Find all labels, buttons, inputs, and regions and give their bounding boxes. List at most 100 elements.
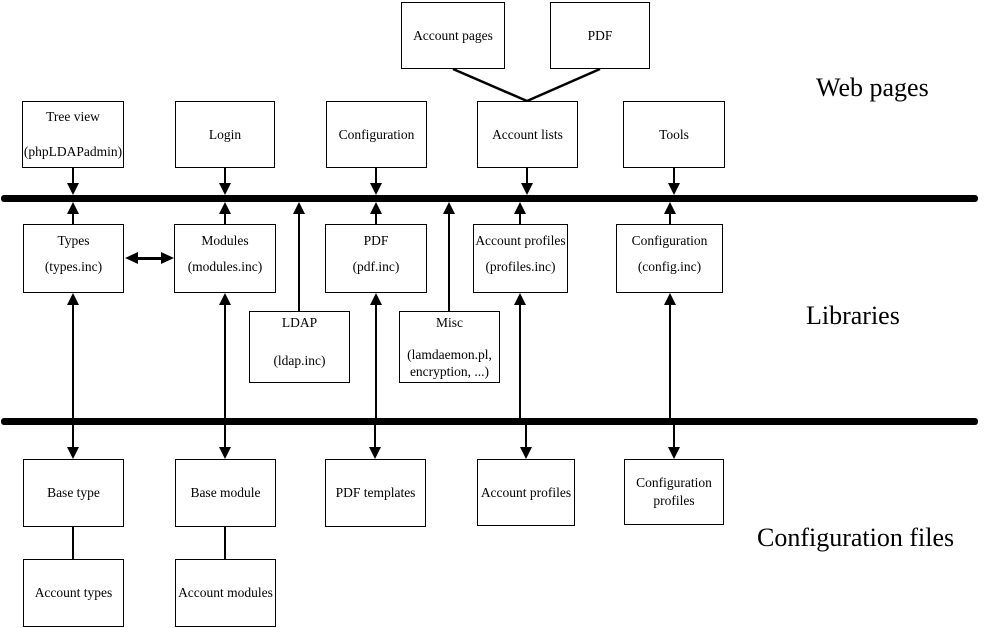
section-label-web-pages: Web pages <box>816 73 929 102</box>
arrowhead-right-icon <box>161 252 174 264</box>
box-label: Account lists <box>492 126 563 142</box>
box-account-types: Account types <box>23 559 124 627</box>
arrowhead-up-icon <box>67 293 79 305</box>
connector-base-type-account-types <box>72 527 74 559</box>
box-label: Configuration <box>631 233 708 248</box>
connector-bus2-base-module <box>224 425 226 449</box>
arrowhead-up-icon <box>370 202 382 214</box>
box-account-pages: Account pages <box>401 2 505 69</box>
box-sublabel: (ldap.inc) <box>273 353 326 368</box>
box-configuration-profiles: Configuration profiles <box>624 459 724 525</box>
box-sublabel: (lamdaemon.pl, <box>407 347 492 362</box>
connector-account-pages-to-account-lists <box>452 67 528 103</box>
box-label: Base type <box>47 485 100 500</box>
box-sublabel: (phpLDAPadmin) <box>23 144 123 159</box>
connector-types-bus <box>72 212 74 224</box>
box-label: Modules <box>201 233 249 248</box>
arrowhead-down-icon <box>369 447 381 459</box>
box-label: Account types <box>34 585 113 600</box>
connector-account-lists-bus <box>526 168 528 184</box>
arrowhead-down-icon <box>219 447 231 459</box>
box-label: Account profiles <box>480 484 572 500</box>
box-label: Types <box>57 233 90 248</box>
connector-pdf-lib-bus <box>375 212 377 224</box>
arrowhead-up-icon <box>219 293 231 305</box>
box-configuration-lib: Configuration (config.inc) <box>616 224 723 293</box>
box-pdf-lib: PDF (pdf.inc) <box>325 224 427 293</box>
connector-types-modules <box>136 257 163 260</box>
connector-bus2-types <box>72 303 74 418</box>
box-tools: Tools <box>623 101 725 168</box>
connector-bus2-pdf-templates <box>374 425 376 449</box>
box-label: Account modules <box>178 585 273 600</box>
box-base-module: Base module <box>175 459 276 527</box>
box-sublabel: (profiles.inc) <box>485 259 556 274</box>
connector-pdf-to-account-lists <box>526 67 601 103</box>
arrowhead-up-icon <box>514 293 526 305</box>
box-label: Tree view <box>46 109 100 124</box>
box-misc: Misc (lamdaemon.pl, encryption, ...) <box>399 311 500 383</box>
box-label: Configuration <box>338 126 415 142</box>
arrowhead-down-icon <box>520 447 532 459</box>
box-sublabel: encryption, ...) <box>409 364 490 379</box>
box-sublabel: profiles <box>653 493 695 508</box>
connector-configuration-bus <box>375 168 377 184</box>
box-label: Tools <box>659 126 689 142</box>
arrowhead-up-icon <box>219 202 231 214</box>
connector-modules-bus <box>224 212 226 224</box>
connector-bus2-configuration-profiles <box>673 425 675 449</box>
connector-misc-bus <box>448 212 450 311</box>
arrowhead-left-icon <box>125 252 138 264</box>
box-ldap: LDAP (ldap.inc) <box>249 311 350 383</box>
box-login: Login <box>175 101 275 168</box>
connector-bus2-account-profiles-files <box>525 425 527 449</box>
box-label: Account profiles <box>475 233 566 248</box>
connector-login-bus <box>224 168 226 184</box>
box-label: Login <box>208 126 242 142</box>
connector-bus2-configuration-lib <box>669 303 671 418</box>
arrowhead-up-icon <box>664 293 676 305</box>
box-label: PDF templates <box>335 485 416 500</box>
box-tree-view: Tree view (phpLDAPadmin) <box>22 101 124 168</box>
section-label-configuration-files: Configuration files <box>757 523 955 552</box>
box-label: Configuration <box>636 475 712 490</box>
box-account-profiles-lib: Account profiles (profiles.inc) <box>473 224 568 293</box>
box-base-type: Base type <box>23 459 124 527</box>
box-label: Base module <box>190 485 261 500</box>
connector-bus2-account-profiles-lib <box>519 303 521 418</box>
connector-ldap-bus <box>298 212 300 311</box>
arrowhead-down-icon <box>67 183 79 195</box>
box-label: Account pages <box>413 27 493 43</box>
connector-configuration-lib-bus <box>669 212 671 224</box>
arrowhead-down-icon <box>219 183 231 195</box>
box-label: PDF <box>363 233 389 248</box>
connector-account-profiles-lib-bus <box>519 212 521 224</box>
arrowhead-up-icon <box>67 202 79 214</box>
box-label: PDF <box>587 27 613 43</box>
box-sublabel: (modules.inc) <box>187 259 263 274</box>
arrowhead-up-icon <box>664 202 676 214</box>
box-sublabel: (types.inc) <box>44 259 103 274</box>
web-library-bus <box>1 195 978 202</box>
arrowhead-up-icon <box>514 202 526 214</box>
connector-tools-bus <box>673 168 675 184</box>
section-label-libraries: Libraries <box>806 301 900 330</box>
connector-bus2-base-type <box>72 425 74 449</box>
connector-bus2-modules <box>224 303 226 418</box>
connector-bus2-pdf-lib <box>375 303 377 418</box>
box-sublabel: (config.inc) <box>637 259 702 274</box>
arrowhead-down-icon <box>370 183 382 195</box>
arrowhead-down-icon <box>668 183 680 195</box>
box-pdf-page: PDF <box>550 2 650 69</box>
box-account-lists: Account lists <box>477 101 578 168</box>
box-types: Types (types.inc) <box>23 224 124 293</box>
box-label: LDAP <box>281 315 318 330</box>
connector-tree-view-bus <box>72 168 74 184</box>
arrowhead-up-icon <box>293 202 305 214</box>
arrowhead-down-icon <box>67 447 79 459</box>
box-modules: Modules (modules.inc) <box>174 224 276 293</box>
connector-base-module-account-modules <box>224 527 226 559</box>
box-configuration-page: Configuration <box>326 101 427 168</box>
